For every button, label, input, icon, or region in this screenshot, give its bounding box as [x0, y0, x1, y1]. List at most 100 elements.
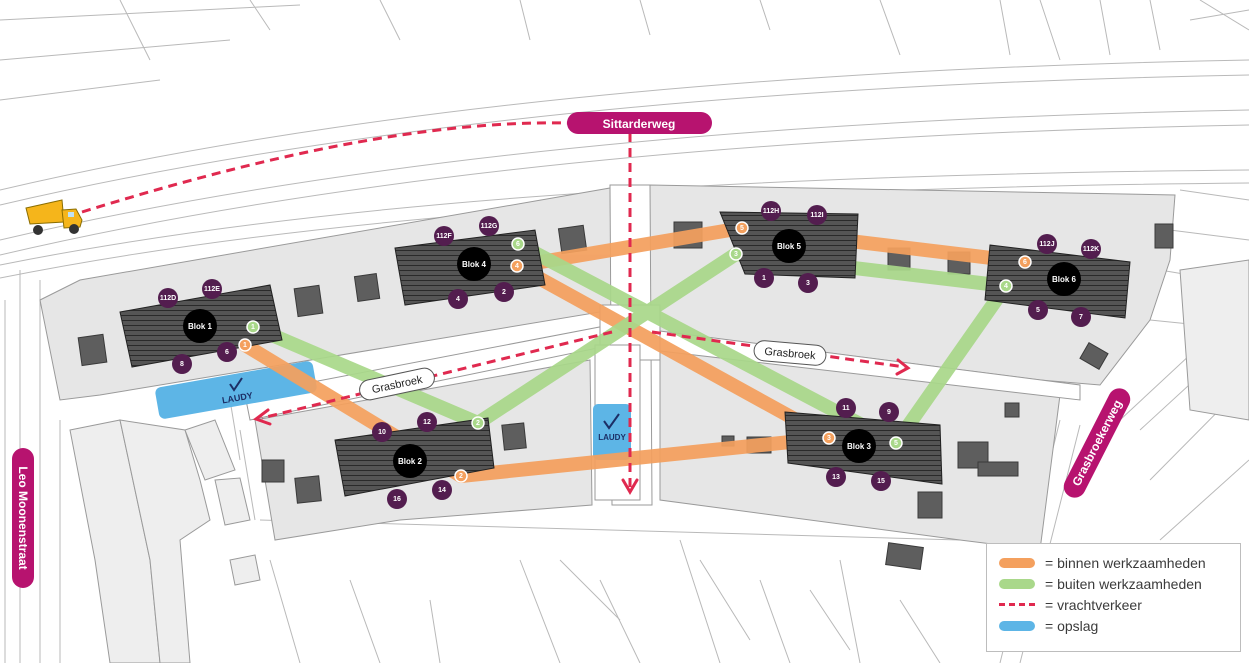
unit-badge: 112G	[479, 216, 499, 236]
unit-badge: 15	[871, 471, 891, 491]
block-label: Blok 5	[777, 242, 802, 251]
svg-text:5: 5	[740, 225, 744, 232]
legend-item-binnen: = binnen werkzaamheden	[999, 552, 1228, 573]
svg-text:4: 4	[515, 263, 519, 270]
step-marker: 2	[454, 469, 468, 483]
step-marker: 1	[238, 338, 252, 352]
unit-badge: 4	[448, 289, 468, 309]
step-marker: 6	[1018, 255, 1032, 269]
surrounding-buildings	[69, 259, 1249, 663]
svg-text:5: 5	[894, 440, 898, 447]
block-label: Blok 6	[1052, 275, 1077, 284]
legend-item-buiten: = buiten werkzaamheden	[999, 573, 1228, 594]
svg-text:6: 6	[225, 349, 229, 356]
unit-badge: 5	[1028, 300, 1048, 320]
unit-badge: 11	[836, 398, 856, 418]
svg-text:15: 15	[877, 478, 885, 485]
unit-badge: 112F	[434, 226, 454, 246]
street-grasbroekerweg: Grasbroekerweg	[1063, 388, 1131, 498]
svg-text:4: 4	[456, 296, 460, 303]
unit-badge: 112H	[761, 201, 781, 221]
arrow-right-icon	[895, 358, 911, 376]
svg-text:3: 3	[806, 280, 810, 287]
legend-label: = buiten werkzaamheden	[1045, 575, 1202, 592]
svg-text:112J: 112J	[1039, 241, 1054, 248]
svg-text:10: 10	[378, 429, 386, 436]
svg-text:112G: 112G	[481, 223, 498, 230]
unit-badge: 12	[417, 412, 437, 432]
step-marker: 4	[510, 259, 524, 273]
legend-swatch-green	[999, 578, 1035, 589]
step-marker: 4	[999, 279, 1013, 293]
unit-badge: 7	[1071, 307, 1091, 327]
legend-swatch-dashed-red	[999, 603, 1035, 606]
road-label-grasbroek-west: Grasbroek	[359, 367, 435, 401]
unit-badge: 112K	[1081, 239, 1101, 259]
street-label: Leo Moonenstraat	[16, 466, 30, 569]
unit-badge: 112I	[807, 205, 827, 225]
unit-badge: 13	[826, 467, 846, 487]
svg-text:6: 6	[1023, 259, 1027, 266]
laudy-logo-small: LAUDY	[598, 433, 626, 442]
legend-label: = binnen werkzaamheden	[1045, 554, 1206, 571]
blocks: Blok 1 Blok 2 Blok 3 Blok 4 Blok 5 Blok …	[183, 229, 1081, 478]
block-label: Blok 4	[462, 260, 487, 269]
step-marker: 1	[246, 320, 260, 334]
units: 112D 112E 8 6 112F 112G 4 2 112H 112I 1 …	[158, 201, 1101, 509]
legend-swatch-orange	[999, 557, 1035, 568]
legend-item-opslag: = opslag	[999, 615, 1228, 636]
street-leo-moonenstraat: Leo Moonenstraat	[12, 448, 34, 588]
unit-badge: 9	[879, 402, 899, 422]
block-5: Blok 5	[772, 229, 806, 263]
svg-text:112E: 112E	[204, 286, 220, 293]
road-label-grasbroek-east: Grasbroek	[753, 340, 827, 366]
laudy-check-icon	[229, 377, 243, 392]
route-steps-binnen: 1 2 3 4 5 6	[238, 221, 1032, 483]
step-marker: 3	[729, 247, 743, 261]
unit-badge: 2	[494, 282, 514, 302]
step-marker: 6	[511, 237, 525, 251]
block-label: Blok 1	[188, 322, 213, 331]
block-2: Blok 2	[393, 444, 427, 478]
block-label: Blok 3	[847, 442, 872, 451]
svg-text:112K: 112K	[1083, 246, 1099, 253]
unit-badge: 3	[798, 273, 818, 293]
street-label: Sittarderweg	[603, 117, 676, 131]
svg-text:2: 2	[502, 289, 506, 296]
unit-badge: 6	[217, 342, 237, 362]
svg-text:9: 9	[887, 409, 891, 416]
arrowheads	[252, 358, 911, 495]
svg-text:2: 2	[476, 420, 480, 427]
step-marker: 5	[735, 221, 749, 235]
laudy-check-icon	[603, 413, 620, 430]
street-sittarderweg: Sittarderweg	[567, 112, 712, 134]
road-label: Grasbroek	[764, 346, 817, 362]
svg-text:16: 16	[393, 496, 401, 503]
street-label: Grasbroekerweg	[1069, 398, 1124, 489]
dump-truck-icon	[25, 199, 83, 235]
step-marker: 2	[471, 416, 485, 430]
legend-label: = vrachtverkeer	[1045, 596, 1142, 613]
map-legend: = binnen werkzaamheden = buiten werkzaam…	[986, 543, 1241, 652]
svg-text:1: 1	[251, 324, 255, 331]
svg-text:112H: 112H	[763, 208, 779, 215]
unit-badge: 112J	[1037, 234, 1057, 254]
block-1: Blok 1	[183, 309, 217, 343]
route-steps-buiten: 1 2 3 4 5 6	[246, 237, 1013, 450]
step-marker: 5	[889, 436, 903, 450]
svg-text:8: 8	[180, 361, 184, 368]
svg-text:1: 1	[243, 342, 247, 349]
arrow-down-icon	[621, 478, 639, 495]
svg-text:4: 4	[1004, 283, 1008, 290]
svg-text:112F: 112F	[436, 233, 452, 240]
svg-text:11: 11	[842, 405, 850, 412]
svg-text:6: 6	[516, 241, 520, 248]
unit-badge: 8	[172, 354, 192, 374]
block-4: Blok 4	[457, 247, 491, 281]
svg-text:112D: 112D	[160, 295, 176, 302]
storage-area-small: LAUDY	[593, 404, 631, 460]
svg-text:112I: 112I	[810, 212, 823, 219]
legend-item-vrachtverkeer: = vrachtverkeer	[999, 594, 1228, 615]
svg-text:3: 3	[827, 435, 831, 442]
